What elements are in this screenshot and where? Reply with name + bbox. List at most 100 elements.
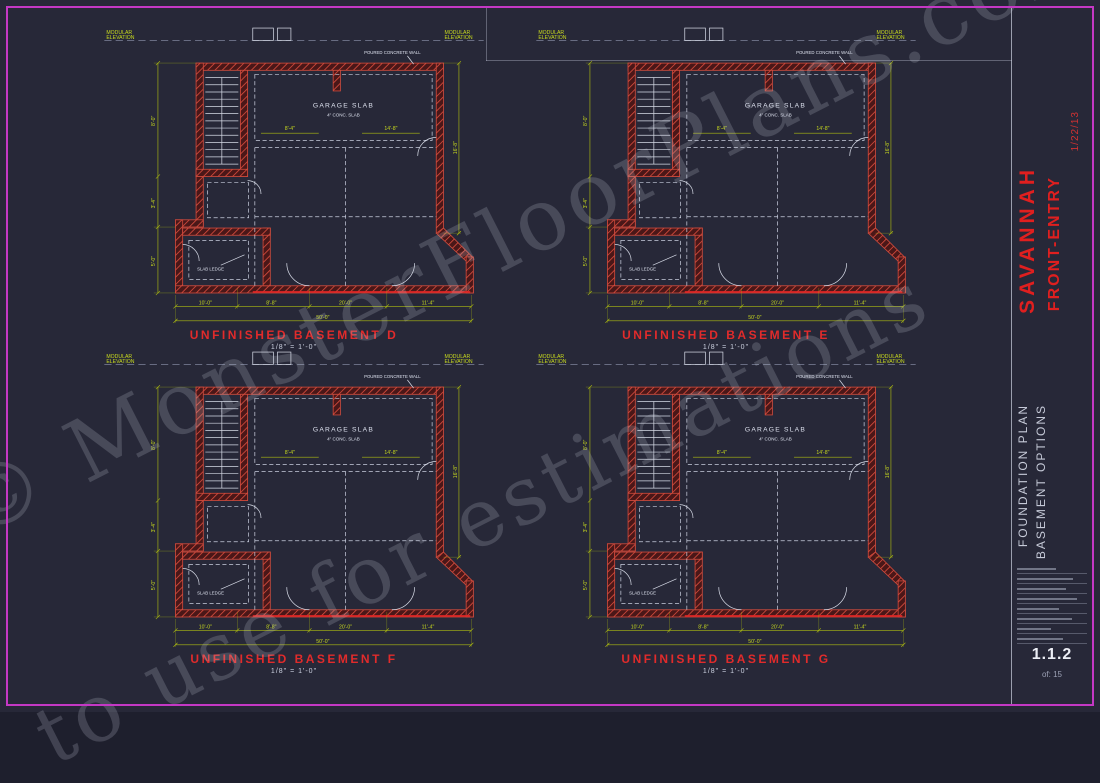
slab-dashed-lines — [620, 74, 869, 286]
plan-caption: UNFINISHED BASEMENT F 1/8" = 1'-0" — [98, 652, 490, 675]
plan-unfinished-basement-f: MODULAR ELEVATION MODULAR ELEVATION — [98, 350, 490, 675]
cut-line-group — [104, 351, 484, 365]
note-row — [1017, 584, 1087, 594]
plan-annotations: GARAGE SLAB 4" CONC. SLAB SLAB LEDGE POU… — [629, 374, 853, 595]
plan-unfinished-basement-e: MODULAR ELEVATION MODULAR ELEVATION — [530, 26, 922, 351]
svg-text:11'-4": 11'-4" — [422, 624, 435, 630]
svg-text:ELEVATION: ELEVATION — [445, 35, 473, 41]
note-row — [1017, 634, 1087, 644]
plan-scale: 1/8" = 1'-0" — [270, 344, 318, 351]
sheet-count: of: 15 — [1041, 670, 1062, 679]
poured-wall-label: POURED CONCRETE WALL — [364, 374, 421, 379]
note-row — [1017, 614, 1087, 624]
svg-text:ELEVATION: ELEVATION — [877, 35, 905, 41]
basement-plan-drawing: MODULAR ELEVATION MODULAR ELEVATION — [536, 27, 916, 324]
svg-text:8'-0": 8'-0" — [151, 440, 157, 450]
svg-text:8'-4": 8'-4" — [717, 450, 727, 456]
corner-elevation-notes: MODULAR ELEVATION MODULAR ELEVATION — [538, 354, 904, 365]
model-name: SAVANNAH — [1016, 166, 1039, 314]
garage-slab-label: GARAGE SLAB — [313, 102, 374, 109]
svg-text:8'-0": 8'-0" — [151, 116, 157, 126]
poured-wall-label: POURED CONCRETE WALL — [796, 374, 853, 379]
svg-text:10'-0": 10'-0" — [631, 624, 644, 630]
basement-plan-drawing: MODULAR ELEVATION MODULAR ELEVATION — [536, 351, 916, 648]
plan-unfinished-basement-g: MODULAR ELEVATION MODULAR ELEVATION — [530, 350, 922, 675]
dimensions: 8'-4" 14'-8" 10'-0" 8'-8" 20'-0" 11'-4" … — [583, 60, 906, 324]
svg-text:14'-8": 14'-8" — [816, 126, 829, 132]
svg-text:5'-0": 5'-0" — [583, 580, 589, 590]
door-swings — [182, 460, 437, 611]
note-row — [1017, 594, 1087, 604]
svg-text:MODULAR: MODULAR — [877, 354, 903, 360]
plan-annotations: GARAGE SLAB 4" CONC. SLAB SLAB LEDGE POU… — [629, 50, 853, 271]
svg-text:20'-0": 20'-0" — [339, 624, 352, 630]
plan-annotations: GARAGE SLAB 4" CONC. SLAB SLAB LEDGE POU… — [197, 50, 421, 271]
svg-text:5'-0": 5'-0" — [151, 256, 157, 266]
foundation-walls — [607, 62, 906, 294]
svg-text:MODULAR: MODULAR — [445, 354, 471, 360]
svg-text:3'-4": 3'-4" — [151, 522, 157, 532]
corner-elevation-notes: MODULAR ELEVATION MODULAR ELEVATION — [538, 30, 904, 41]
plan-title: UNFINISHED BASEMENT E — [622, 328, 830, 342]
conc-slab-label: 4" CONC. SLAB — [759, 437, 792, 442]
slab-ledge-label: SLAB LEDGE — [197, 590, 224, 595]
svg-text:8'-0": 8'-0" — [583, 440, 589, 450]
svg-text:16'-8": 16'-8" — [453, 141, 459, 154]
slab-ledge-label: SLAB LEDGE — [629, 266, 656, 271]
door-swings — [182, 136, 437, 287]
plan-scale: 1/8" = 1'-0" — [702, 344, 750, 351]
sheet-title-line2: BASEMENT OPTIONS — [1034, 404, 1048, 560]
svg-text:20'-0": 20'-0" — [771, 300, 784, 306]
zone-divider-vertical — [486, 8, 487, 61]
plan-caption: UNFINISHED BASEMENT D 1/8" = 1'-0" — [98, 328, 490, 351]
svg-text:ELEVATION: ELEVATION — [877, 359, 905, 365]
svg-text:8'-0": 8'-0" — [583, 116, 589, 126]
sheet-number: 1.1.2 — [1031, 646, 1073, 663]
dimensions: 8'-4" 14'-8" 10'-0" 8'-8" 20'-0" 11'-4" … — [151, 384, 474, 648]
svg-text:50'-0": 50'-0" — [316, 639, 329, 645]
svg-text:ELEVATION: ELEVATION — [445, 359, 473, 365]
corner-elevation-notes: MODULAR ELEVATION MODULAR ELEVATION — [106, 354, 472, 365]
plan-title: UNFINISHED BASEMENT D — [189, 328, 399, 342]
slab-dashed-lines — [188, 74, 437, 286]
svg-text:3'-4": 3'-4" — [151, 198, 157, 208]
svg-text:20'-0": 20'-0" — [339, 300, 352, 306]
note-row — [1017, 624, 1087, 634]
basement-plan-drawing: MODULAR ELEVATION MODULAR ELEVATION — [104, 27, 484, 324]
titleblock: SAVANNAH FRONT-ENTRY 1/22/13 FOUNDATION … — [1011, 8, 1092, 704]
corner-elevation-notes: MODULAR ELEVATION MODULAR ELEVATION — [106, 30, 472, 41]
svg-text:8'-4": 8'-4" — [717, 126, 727, 132]
svg-text:MODULAR: MODULAR — [877, 30, 903, 36]
stairs — [637, 77, 671, 165]
svg-text:8'-8": 8'-8" — [698, 624, 708, 630]
svg-text:ELEVATION: ELEVATION — [538, 359, 566, 365]
svg-text:8'-4": 8'-4" — [285, 126, 295, 132]
svg-text:11'-4": 11'-4" — [854, 300, 867, 306]
svg-text:ELEVATION: ELEVATION — [538, 35, 566, 41]
svg-text:8'-4": 8'-4" — [285, 450, 295, 456]
foundation-walls — [175, 386, 474, 618]
plan-title: UNFINISHED BASEMENT G — [621, 652, 831, 666]
svg-text:16'-8": 16'-8" — [453, 465, 459, 478]
stairs — [205, 77, 239, 165]
svg-text:3'-4": 3'-4" — [583, 198, 589, 208]
note-row — [1017, 574, 1087, 584]
svg-text:MODULAR: MODULAR — [538, 354, 564, 360]
dimensions: 8'-4" 14'-8" 10'-0" 8'-8" 20'-0" 11'-4" … — [583, 384, 906, 648]
note-row — [1017, 564, 1087, 574]
door-swings — [614, 460, 869, 611]
svg-text:10'-0": 10'-0" — [631, 300, 644, 306]
plan-date: 1/22/13 — [1070, 111, 1081, 152]
stairs — [205, 401, 239, 489]
svg-text:3'-4": 3'-4" — [583, 522, 589, 532]
slab-ledge-label: SLAB LEDGE — [197, 266, 224, 271]
svg-text:MODULAR: MODULAR — [445, 30, 471, 36]
cut-line-group — [104, 27, 484, 41]
garage-slab-label: GARAGE SLAB — [313, 426, 374, 433]
svg-text:16'-8": 16'-8" — [885, 141, 891, 154]
plan-annotations: GARAGE SLAB 4" CONC. SLAB SLAB LEDGE POU… — [197, 374, 421, 595]
conc-slab-label: 4" CONC. SLAB — [327, 437, 360, 442]
svg-text:11'-4": 11'-4" — [422, 300, 435, 306]
svg-text:11'-4": 11'-4" — [854, 624, 867, 630]
